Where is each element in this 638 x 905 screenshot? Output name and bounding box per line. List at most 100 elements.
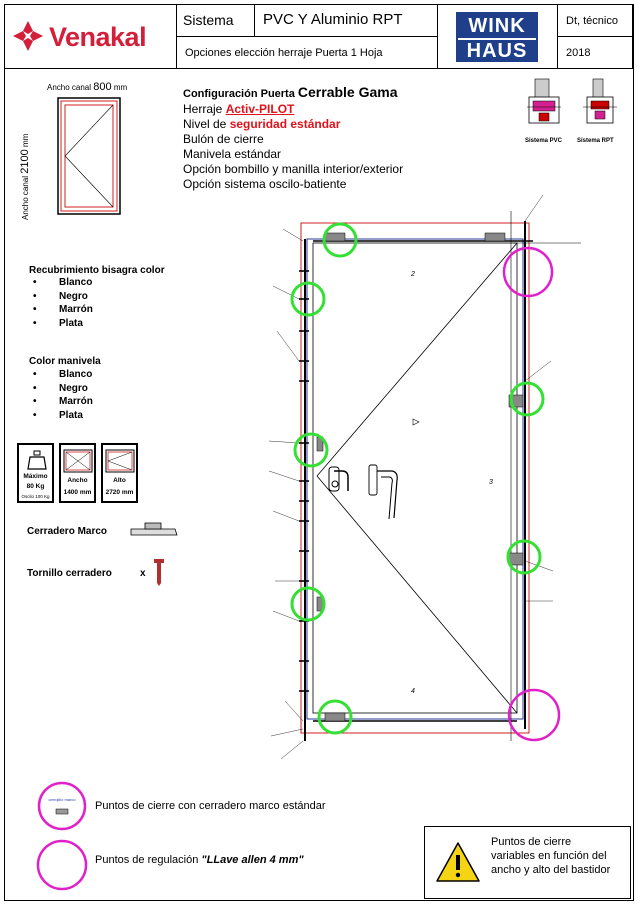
warning-box: Puntos de cierre variables en función de… <box>424 826 631 899</box>
sistema-value-cell: PVC Y Aluminio RPT <box>255 5 438 37</box>
regulacion-value: "LLave allen 4 mm" <box>201 854 304 866</box>
ancho-limit-label: Ancho <box>67 477 88 484</box>
max-height-box: Alto 2720 mm <box>101 443 138 503</box>
herraje-label: Herraje <box>183 102 226 116</box>
zone-label: 3 <box>489 479 493 486</box>
bisagra-color-list: Blanco Negro Marrón Plata <box>33 276 93 330</box>
opciones-cell: Opciones elección herraje Puerta 1 Hoja <box>177 37 438 69</box>
ancho-dimension: Ancho canal 800 mm <box>47 81 127 93</box>
door-handle-icon <box>328 464 398 520</box>
regulacion-prefix: Puntos de regulación <box>95 854 202 866</box>
sistema-label-cell: Sistema <box>177 5 255 37</box>
pvc-profile-icon <box>527 78 561 124</box>
regulation-point <box>502 246 554 298</box>
alto-unit: mm <box>21 133 30 148</box>
legend-regulacion-text: Puntos de regulación "LLave allen 4 mm" <box>95 854 304 866</box>
config-line: Bulón de cierre <box>183 132 264 146</box>
nivel-value: seguridad estándar <box>229 117 341 131</box>
rpt-label: Sistema RPT <box>577 138 614 144</box>
brand-cell: WINK HAUS <box>438 5 558 69</box>
alto-label: Ancho canal <box>21 175 30 220</box>
left-fitting-ticks <box>299 270 309 692</box>
warning-line: variables en función del <box>491 850 607 862</box>
frame-outline <box>300 222 530 734</box>
alto-limit-label: Alto <box>113 477 126 484</box>
tornillo-cerradero-label: Tornillo cerradero <box>27 568 112 579</box>
logo-text: Venakal <box>49 22 147 52</box>
doc-type: Dt, técnico <box>566 15 618 27</box>
list-item: Blanco <box>33 368 93 382</box>
list-item: Marrón <box>33 303 93 317</box>
config-line: Opción sistema oscilo-batiente <box>183 177 347 191</box>
warning-line: ancho y alto del bastidor <box>491 864 611 876</box>
year-cell: 2018 <box>558 37 633 69</box>
list-item: Blanco <box>33 276 93 290</box>
ancho-label: Ancho canal <box>47 83 92 92</box>
config-title: Configuración Puerta Cerrable Gama <box>183 85 403 102</box>
pvc-label: Sistema PVC <box>525 138 563 144</box>
max-note: Oscilo 100 Kg <box>21 494 50 499</box>
config-line: Manivela estándar <box>183 147 282 161</box>
max-value: 80 Kg <box>26 483 45 490</box>
config-block: Configuración Puerta Cerrable Gama Herra… <box>183 85 403 192</box>
config-title-prefix: Configuración Puerta <box>183 88 298 100</box>
rpt-profile-icon <box>583 78 617 124</box>
year: 2018 <box>566 47 591 59</box>
sash-outline <box>306 238 524 720</box>
opening-line-bottom <box>316 475 518 714</box>
venakal-star-icon <box>13 21 43 51</box>
lock-point <box>293 432 329 468</box>
config-title-main: Cerrable Gama <box>297 84 398 100</box>
list-item: Plata <box>33 409 93 423</box>
opciones-text: Opciones elección herraje Puerta 1 Hoja <box>185 47 383 59</box>
nivel-line: Nivel de seguridad estándar <box>183 117 403 132</box>
door-technical-drawing: 2 3 4 <box>268 194 581 760</box>
max-width-box: Ancho 1400 mm <box>59 443 96 503</box>
legend-cierre-icon: cerrojillo marco <box>37 781 87 831</box>
regulation-point-markers <box>502 246 561 742</box>
lock-point <box>290 281 326 317</box>
cerradero-marco-label: Cerradero Marco <box>27 526 108 537</box>
opening-line-top <box>316 242 518 477</box>
warning-text: Puntos de cierre variables en función de… <box>491 835 610 877</box>
hardware-blocks <box>316 232 524 722</box>
technical-sheet: Venakal Sistema PVC Y Aluminio RPT Opcio… <box>4 4 634 901</box>
legend-cierre-small-text: cerrojillo marco <box>48 797 76 802</box>
tornillo-multiplier: x <box>140 568 146 579</box>
warning-line: Puntos de cierre <box>491 836 572 848</box>
brand-line2: HAUS <box>458 38 536 62</box>
list-item: Marrón <box>33 395 93 409</box>
alto-value: 2100 <box>19 149 31 174</box>
cerradero-marco-icon <box>130 522 178 536</box>
venakal-logo: Venakal <box>11 17 171 57</box>
manivela-color-list: Blanco Negro Marrón Plata <box>33 368 93 422</box>
ancho-limit-value: 1400 mm <box>63 489 92 496</box>
nivel-label: Nivel de <box>183 117 230 131</box>
screw-icon <box>154 559 164 586</box>
list-item: Negro <box>33 290 93 304</box>
herraje-line: Herraje Activ-PILOT <box>183 102 403 117</box>
bisagra-title: Recubrimiento bisagra color <box>29 265 165 276</box>
sash-inner <box>312 242 518 714</box>
list-item: Plata <box>33 317 93 331</box>
lock-point <box>506 539 542 575</box>
zone-label: 2 <box>410 271 415 278</box>
lock-point <box>509 381 545 417</box>
door-thumbnail-icon <box>57 97 121 215</box>
ancho-unit: mm <box>113 83 128 92</box>
leader-lines <box>268 194 554 760</box>
sistema-value: PVC Y Aluminio RPT <box>263 11 403 28</box>
config-line: Opción bombillo y manilla interior/exter… <box>183 162 404 176</box>
lock-point <box>290 586 326 622</box>
window-width-icon <box>63 449 93 473</box>
weight-icon <box>27 450 47 470</box>
sistema-label: Sistema <box>183 12 234 28</box>
warning-icon <box>436 842 480 882</box>
alto-dimension: Ancho canal 2100 mm <box>19 134 31 220</box>
logo-cell: Venakal <box>5 5 177 69</box>
lock-point <box>322 222 358 258</box>
zone-label: 4 <box>411 688 415 695</box>
max-label: Máximo <box>23 473 48 480</box>
legend-regulacion-icon <box>36 839 88 891</box>
manivela-title: Color manivela <box>29 356 101 367</box>
